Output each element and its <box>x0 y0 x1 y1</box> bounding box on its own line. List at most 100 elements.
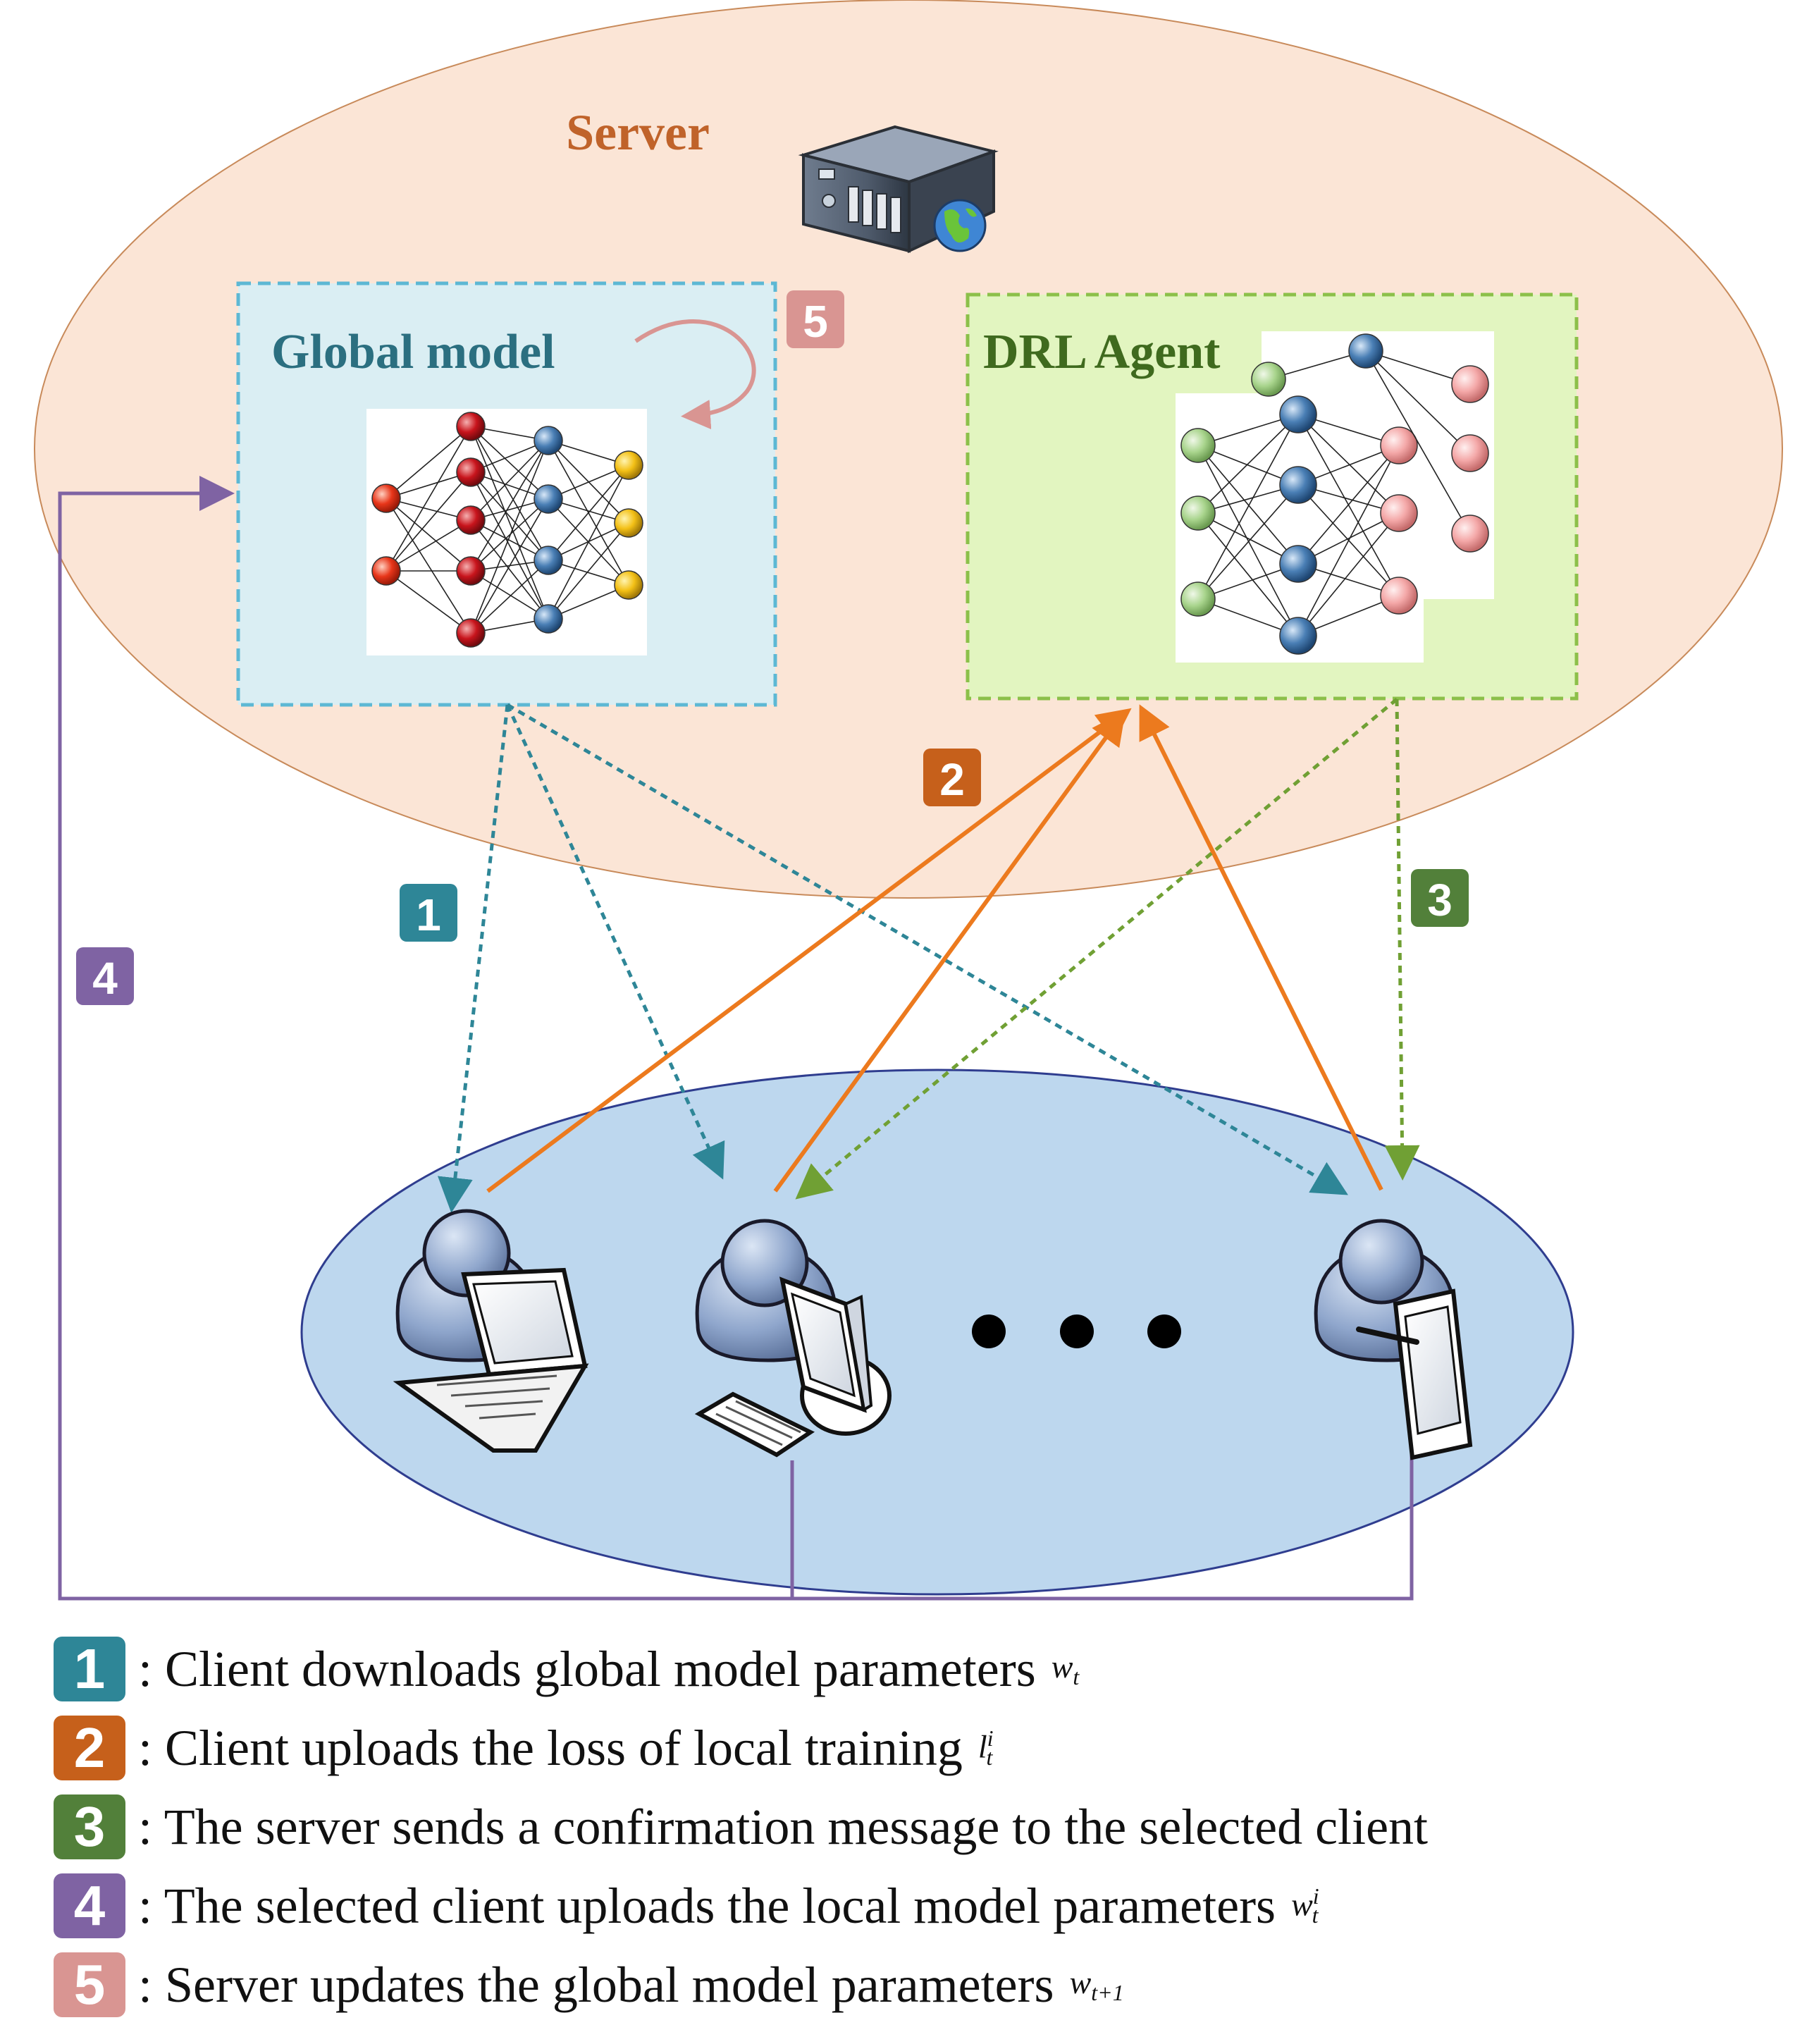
legend-text: : Server updates the global model parame… <box>138 1956 1054 2013</box>
network-edge <box>470 560 549 634</box>
loss-arrow-client-n <box>1139 704 1383 1191</box>
network-node <box>1180 581 1216 617</box>
network-edge <box>470 440 549 634</box>
network-edge <box>470 472 549 561</box>
badge-step-5: 5 <box>787 290 844 348</box>
network-edge <box>1365 350 1471 534</box>
svg-text:5: 5 <box>803 296 828 347</box>
network-edge <box>548 522 629 620</box>
network-node <box>456 412 486 441</box>
server-label: Server <box>566 104 710 161</box>
server-icon <box>798 125 999 254</box>
network-edge <box>1197 414 1299 514</box>
legend-item-1: 1: Client downloads global model paramet… <box>54 1630 1773 1709</box>
network-node <box>456 505 486 535</box>
network-edge <box>470 498 549 572</box>
legend-text: : Client downloads global model paramete… <box>138 1640 1036 1697</box>
loss-arrow-client-2 <box>773 710 1126 1193</box>
network-edge <box>1197 512 1299 636</box>
network-node <box>1348 333 1383 369</box>
legend-badge: 1 <box>54 1637 125 1701</box>
network-node <box>614 570 643 600</box>
svg-text:4: 4 <box>92 953 118 1004</box>
legend-text: : The selected client uploads the local … <box>138 1877 1276 1934</box>
global-model-network <box>371 412 643 648</box>
legend-math: wt+1 <box>1069 1964 1124 2006</box>
client-region <box>300 1069 1574 1596</box>
legend: 1: Client downloads global model paramet… <box>54 1630 1773 2024</box>
network-node <box>456 618 486 648</box>
legend-badge: 4 <box>54 1873 125 1938</box>
update-arrow-5 <box>634 319 756 430</box>
network-edge <box>1197 484 1299 600</box>
legend-badge: 2 <box>54 1716 125 1780</box>
badge-step-1: 1 <box>400 884 457 942</box>
network-node <box>1180 428 1216 463</box>
network-node <box>1279 617 1317 655</box>
network-edge <box>470 426 549 561</box>
legend-item-4: 4: The selected client uploads the local… <box>54 1866 1773 1945</box>
download-arrows <box>437 703 1348 1213</box>
legend-badge: 3 <box>54 1794 125 1859</box>
network-edge <box>470 472 549 620</box>
download-arrow-client-2 <box>505 703 725 1180</box>
network-edge <box>386 570 471 634</box>
network-node <box>456 556 486 586</box>
network-edge <box>1297 414 1400 514</box>
network-edge <box>470 440 549 521</box>
network-edge <box>548 464 629 561</box>
legend-text: : Client uploads the loss of local train… <box>138 1719 963 1776</box>
network-node <box>1380 426 1418 464</box>
legend-item-2: 2: Client uploads the loss of local trai… <box>54 1709 1773 1787</box>
network-edge <box>1365 350 1471 454</box>
network-node <box>614 450 643 480</box>
network-edge <box>470 498 549 634</box>
local-upload-path <box>58 476 1414 1601</box>
network-node <box>534 484 563 514</box>
legend-badge: 5 <box>54 1952 125 2017</box>
network-edge <box>1197 445 1299 636</box>
network-node <box>371 484 401 513</box>
network-node <box>1180 495 1216 531</box>
more-clients-ellipsis <box>972 1315 1181 1348</box>
client-tablet <box>1314 1219 1473 1460</box>
network-node <box>1279 395 1317 433</box>
network-edge <box>470 440 549 572</box>
network-node <box>1451 365 1489 403</box>
network-edge <box>386 426 471 572</box>
network-edge <box>386 498 471 572</box>
network-node <box>614 508 643 538</box>
loss-arrow-client-1 <box>486 708 1132 1193</box>
loss-upload-arrows <box>486 704 1383 1193</box>
network-edge <box>386 498 471 634</box>
network-node <box>534 604 563 634</box>
network-node <box>1380 577 1418 615</box>
badge-step-4: 4 <box>76 947 134 1005</box>
network-edge <box>1297 445 1400 636</box>
confirm-arrow-client-n <box>1384 698 1420 1181</box>
legend-math: wit <box>1291 1883 1319 1928</box>
network-node <box>1380 494 1418 532</box>
network-edge <box>470 570 549 620</box>
client-laptop <box>393 1209 589 1453</box>
legend-text: : The server sends a confirmation messag… <box>138 1798 1429 1855</box>
network-edge <box>386 426 471 499</box>
network-edge <box>386 472 471 572</box>
network-edge <box>470 426 549 500</box>
network-node <box>534 546 563 575</box>
client-desktop <box>694 1219 892 1458</box>
network-edge <box>548 464 629 620</box>
legend-item-5: 5: Server updates the global model param… <box>54 1945 1773 2024</box>
svg-text:1: 1 <box>416 889 441 940</box>
legend-item-3: 3: The server sends a confirmation messa… <box>54 1787 1773 1866</box>
legend-math: wt <box>1051 1648 1080 1690</box>
network-edge <box>1297 512 1400 636</box>
network-edge <box>470 519 549 620</box>
network-edge <box>470 426 549 620</box>
badge-step-3: 3 <box>1411 869 1469 927</box>
network-edge <box>1297 445 1400 565</box>
network-edge <box>386 472 471 499</box>
confirm-arrows <box>795 698 1420 1200</box>
network-node <box>1251 362 1286 397</box>
